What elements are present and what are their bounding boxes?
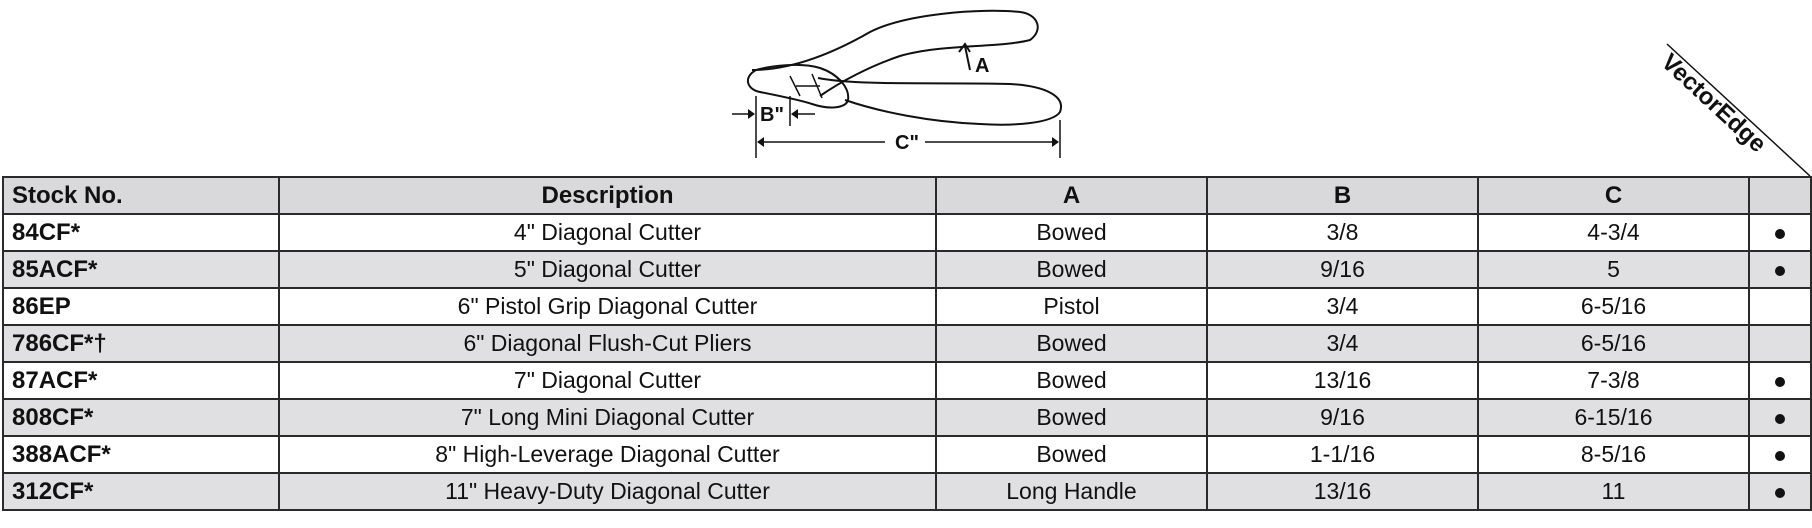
cell-a: Bowed (935, 324, 1208, 363)
cell-a: Pistol (935, 287, 1208, 326)
cell-c: 6-5/16 (1477, 324, 1750, 363)
vector-edge-dot-icon (1775, 413, 1785, 424)
cell-description: 5" Diagonal Cutter (278, 250, 937, 289)
vector-edge-dot-icon (1775, 487, 1785, 498)
cell-description: 6" Pistol Grip Diagonal Cutter (278, 287, 937, 326)
cell-a: Bowed (935, 213, 1208, 252)
cell-stock: 84CF* (2, 213, 280, 252)
b-right-arrow-head (791, 109, 798, 119)
cell-c: 6-5/16 (1477, 287, 1750, 326)
cell-description: 11" Heavy-Duty Diagonal Cutter (278, 472, 937, 511)
cell-c: 5 (1477, 250, 1750, 289)
cell-c: 8-5/16 (1477, 435, 1750, 474)
cell-vector-edge (1748, 287, 1812, 326)
header-b: B (1206, 176, 1479, 215)
header-stock-no: Stock No. (2, 176, 280, 215)
c-left-arrow-head (757, 137, 764, 147)
cell-stock: 312CF* (2, 472, 280, 511)
vector-edge-dot-icon (1775, 450, 1785, 461)
cell-vector-edge (1748, 361, 1812, 400)
cell-b: 3/4 (1206, 324, 1479, 363)
upper-handle-shape (751, 9, 1039, 97)
cell-stock: 87ACF* (2, 361, 280, 400)
a-arrow-line (964, 45, 971, 71)
cell-b: 1-1/16 (1206, 435, 1479, 474)
cell-b: 13/16 (1206, 472, 1479, 511)
jaw-edge-line (789, 73, 823, 99)
cell-vector-edge (1748, 398, 1812, 437)
dimension-b-label: B" (760, 104, 784, 126)
cell-b: 9/16 (1206, 250, 1479, 289)
cell-b: 3/8 (1206, 213, 1479, 252)
c-right-arrow-head (1052, 137, 1059, 147)
a-arrow-head (958, 42, 971, 53)
cell-description: 7" Diagonal Cutter (278, 361, 937, 400)
vector-edge-column-label: VectorEdge (1656, 49, 1771, 158)
cell-c: 4-3/4 (1477, 213, 1750, 252)
cell-b: 9/16 (1206, 398, 1479, 437)
dimension-a-label: A (975, 55, 989, 77)
cell-c: 11 (1477, 472, 1750, 511)
cell-b: 3/4 (1206, 287, 1479, 326)
cell-stock: 86EP (2, 287, 280, 326)
vector-edge-dot-icon (1775, 265, 1785, 276)
dimension-c-label: C" (895, 132, 919, 154)
vector-edge-dot-icon (1775, 376, 1785, 387)
table-header-row: Stock No. Description A B C (2, 176, 1812, 215)
cutter-specification-table: Stock No. Description A B C 84CF*4" Diag… (2, 176, 1812, 511)
cell-stock: 808CF* (2, 398, 280, 437)
cell-c: 6-15/16 (1477, 398, 1750, 437)
cell-description: 4" Diagonal Cutter (278, 213, 937, 252)
cell-vector-edge (1748, 472, 1812, 511)
cell-a: Long Handle (935, 472, 1208, 511)
cell-vector-edge (1748, 324, 1812, 363)
cell-description: 6" Diagonal Flush-Cut Pliers (278, 324, 937, 363)
cell-c: 7-3/8 (1477, 361, 1750, 400)
cell-a: Bowed (935, 361, 1208, 400)
cell-a: Bowed (935, 250, 1208, 289)
cell-a: Bowed (935, 435, 1208, 474)
header-vector-edge (1748, 176, 1812, 215)
cell-description: 8" High-Leverage Diagonal Cutter (278, 435, 937, 474)
lower-handle-shape (817, 77, 1063, 126)
jaw-head-shape (746, 63, 850, 109)
cell-description: 7" Long Mini Diagonal Cutter (278, 398, 937, 437)
cell-stock: 786CF*† (2, 324, 280, 363)
header-c: C (1477, 176, 1750, 215)
vector-edge-dot-icon (1775, 228, 1785, 239)
cell-a: Bowed (935, 398, 1208, 437)
header-a: A (935, 176, 1208, 215)
cell-vector-edge (1748, 435, 1812, 474)
cutter-dimension-diagram: A B" C" VectorEdge (732, 9, 1811, 176)
cell-stock: 85ACF* (2, 250, 280, 289)
header-description: Description (278, 176, 937, 215)
b-left-arrow-head (748, 109, 755, 119)
cell-vector-edge (1748, 250, 1812, 289)
cell-b: 13/16 (1206, 361, 1479, 400)
cell-vector-edge (1748, 213, 1812, 252)
cell-stock: 388ACF* (2, 435, 280, 474)
vector-edge-diagonal-line (1666, 43, 1811, 176)
